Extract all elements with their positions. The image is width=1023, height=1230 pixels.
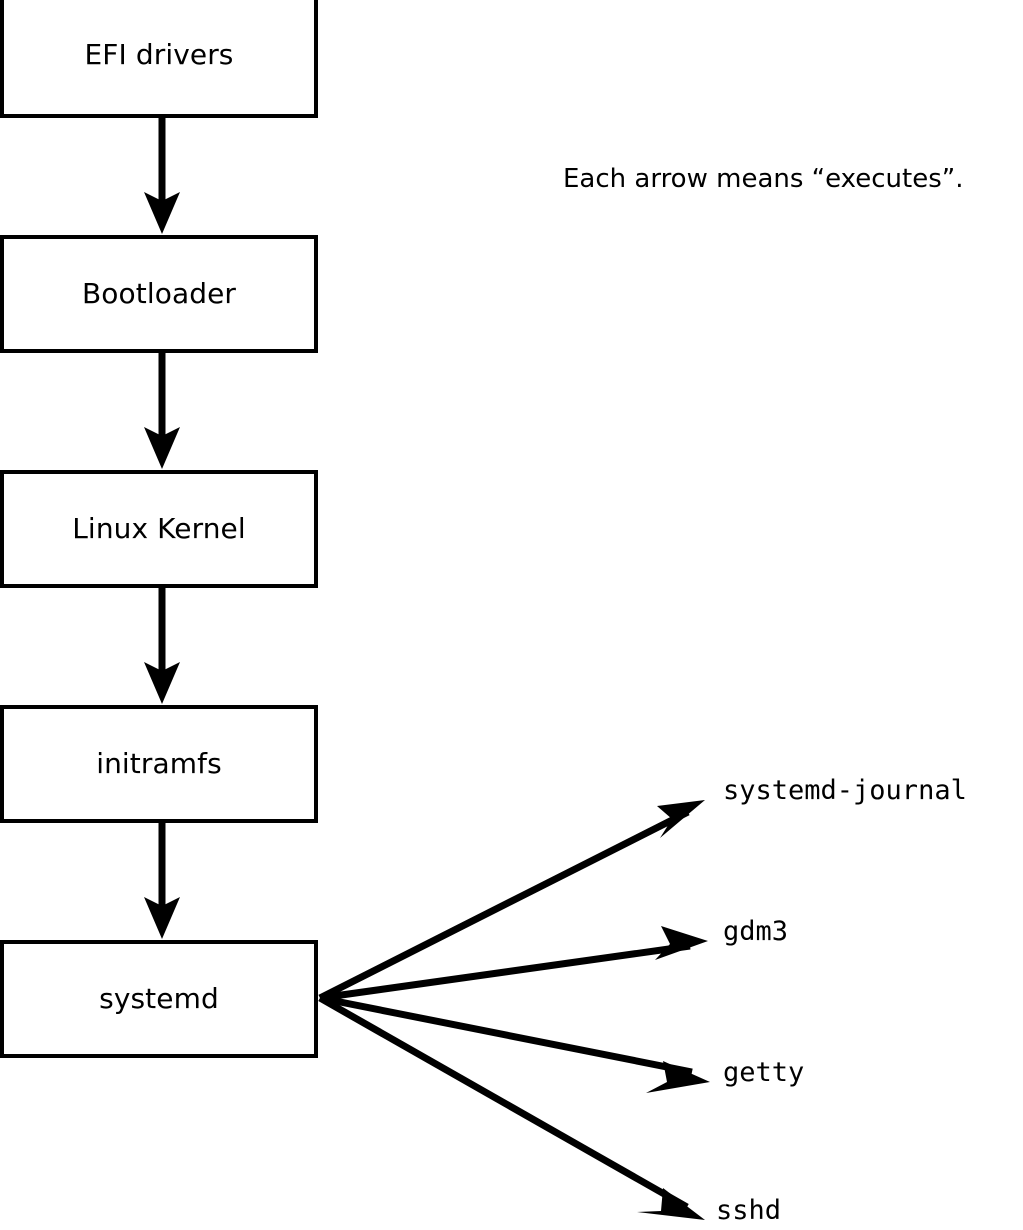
stage-label-initramfs: initramfs (96, 747, 222, 780)
service-arrow-gdm3 (319, 926, 708, 1002)
service-label-systemd-journal[interactable]: systemd-journal (723, 775, 967, 806)
service-arrow-getty (319, 994, 710, 1093)
stage-label-efi-drivers: EFI drivers (84, 38, 234, 71)
chain-arrow-efi-to-bootloader (144, 118, 180, 234)
arrow-legend-note: Each arrow means “executes”. (563, 164, 964, 194)
chain-arrow-bootloader-to-kernel (144, 353, 180, 469)
stage-box-systemd[interactable]: systemd (0, 940, 318, 1058)
stage-label-linux-kernel: Linux Kernel (72, 512, 246, 545)
stage-label-systemd: systemd (99, 982, 219, 1015)
service-arrow-sshd (318, 994, 705, 1220)
stage-box-efi-drivers[interactable]: EFI drivers (0, 0, 318, 118)
service-label-sshd[interactable]: sshd (716, 1195, 782, 1226)
stage-box-initramfs[interactable]: initramfs (0, 705, 318, 823)
stage-box-bootloader[interactable]: Bootloader (0, 235, 318, 353)
stage-label-bootloader: Bootloader (81, 277, 237, 310)
chain-arrow-kernel-to-initramfs (144, 588, 180, 704)
service-label-gdm3[interactable]: gdm3 (723, 916, 789, 947)
stage-box-linux-kernel[interactable]: Linux Kernel (0, 470, 318, 588)
chain-arrow-initramfs-to-systemd (144, 823, 180, 939)
service-arrow-systemd-journal (318, 800, 705, 1002)
service-label-getty[interactable]: getty (723, 1057, 805, 1088)
